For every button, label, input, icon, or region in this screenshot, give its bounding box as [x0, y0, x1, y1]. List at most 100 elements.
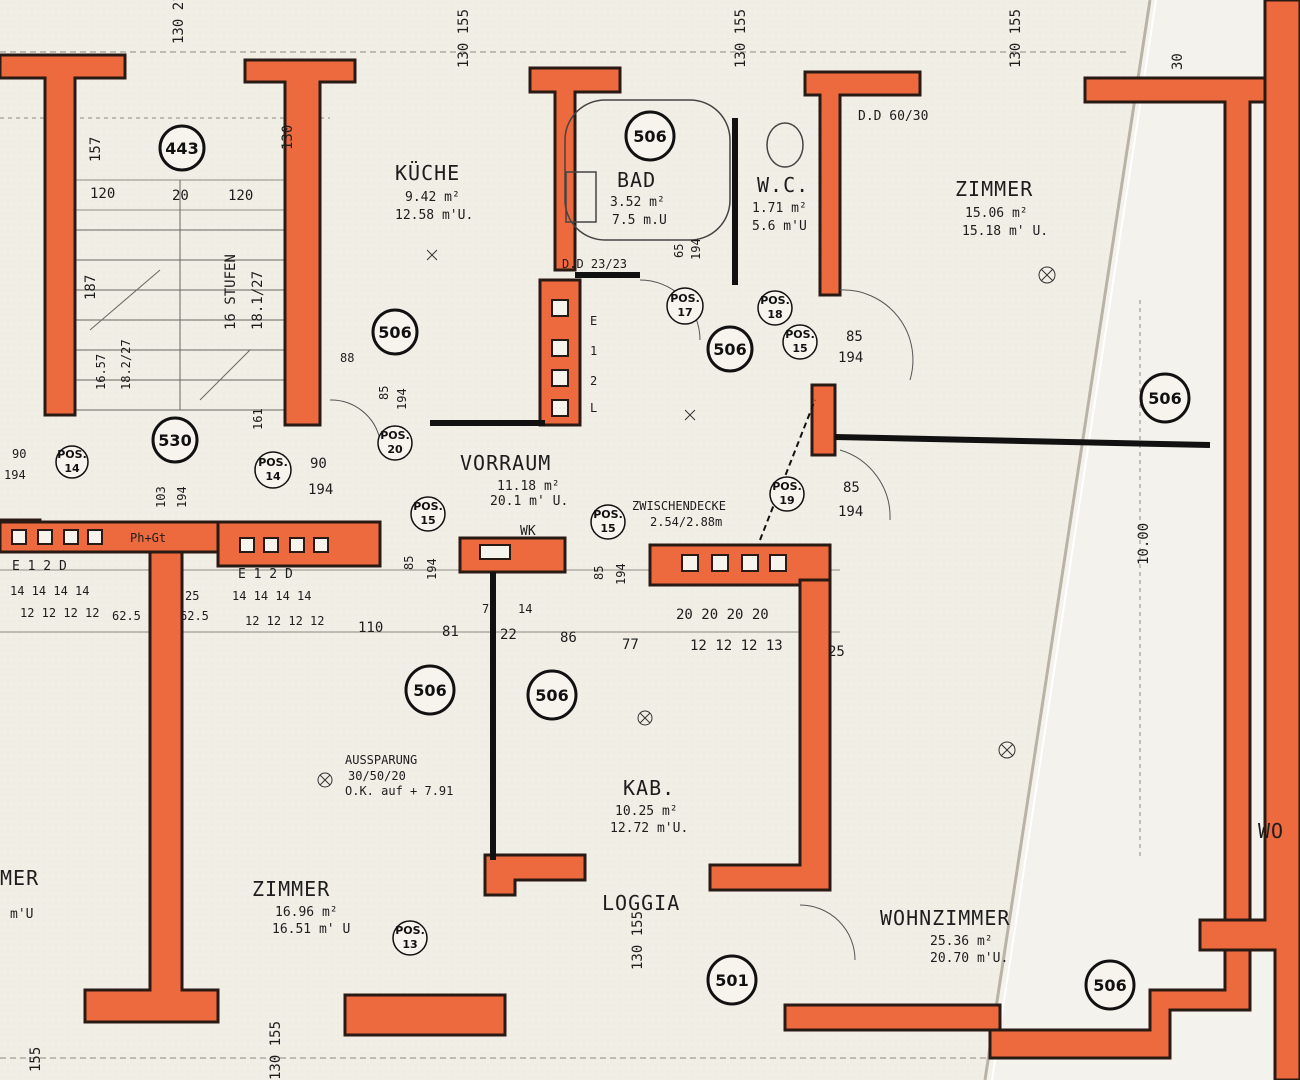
svg-text:POS.: POS.: [57, 448, 87, 461]
wall-kab-left: [483, 853, 587, 897]
wall-kitchen-bath: [528, 66, 622, 272]
dim-14-c: 14: [518, 602, 532, 616]
svg-text:POS.: POS.: [670, 292, 700, 305]
partitions: [430, 118, 1211, 860]
room-bad-name: BAD: [617, 168, 656, 192]
svg-text:506: 506: [413, 681, 446, 700]
room-left-edge-area-u: m'U: [10, 907, 33, 922]
pos-marker: POS.19: [769, 476, 805, 512]
toilet: [766, 122, 804, 168]
svg-text:506: 506: [535, 686, 568, 705]
pos-marker: POS.15: [590, 504, 626, 540]
dim-22: 22: [500, 627, 517, 643]
badge: 443: [158, 124, 206, 172]
svg-text:POS.: POS.: [395, 924, 425, 937]
room-left-edge-name: MER: [0, 866, 39, 890]
room-wohnzimmer-area-u: 20.70 m'U.: [930, 951, 1008, 966]
wall-wk: [458, 536, 567, 574]
bathtub: [564, 99, 731, 241]
stair-dim-20: 20: [172, 188, 189, 204]
room-wc-name: W.C.: [757, 173, 809, 197]
annotation-aussparung-size: 30/50/20: [348, 769, 406, 783]
pos-marker: POS.18: [757, 290, 793, 326]
room-zimmer-sw-area-u: 16.51 m' U: [272, 922, 350, 937]
dim-12-b: 12 12 12 12: [245, 614, 324, 628]
svg-text:POS.: POS.: [593, 508, 623, 521]
dim-103: 103: [154, 486, 168, 508]
svg-text:POS.: POS.: [258, 456, 288, 469]
annotation-l: L: [590, 401, 597, 415]
wall-bottom-wohn: [783, 1003, 1002, 1032]
annotation-1: 1: [590, 344, 597, 358]
annotation-dd-60-30: D.D 60/30: [858, 109, 928, 124]
room-vorraum-area: 11.18 m²: [497, 479, 560, 494]
svg-text:POS.: POS.: [413, 500, 443, 513]
dim-194-d: 194: [838, 504, 863, 520]
badge: 506: [371, 308, 419, 356]
pos-marker: POS.20: [377, 425, 413, 461]
stair-rise: 18.1/27: [250, 271, 266, 330]
dim-90-a: 90: [12, 447, 26, 461]
svg-text:19: 19: [779, 494, 794, 507]
svg-text:506: 506: [633, 127, 666, 146]
dim-top-130-210: 130 210: [171, 0, 187, 44]
annotation-wk: WK: [520, 524, 536, 539]
room-wc-area: 1.71 m²: [752, 201, 807, 216]
room-zwischendecke-area: 2.54/2.88m: [650, 515, 722, 529]
wall-far-right: [1198, 0, 1300, 1080]
svg-text:443: 443: [165, 139, 198, 158]
badge: 506: [706, 325, 754, 373]
svg-text:13: 13: [402, 938, 417, 951]
pos-marker: POS.17: [666, 287, 704, 325]
stair-dim-1657: 16.57: [94, 354, 108, 390]
pos-marker: POS.15: [782, 324, 818, 360]
badge: 506: [1084, 959, 1136, 1011]
dim-7: 7: [482, 602, 489, 616]
room-loggia-name: LOGGIA: [602, 891, 680, 915]
room-vorraum-name: VORRAUM: [460, 451, 551, 475]
dim-bottom-130-155-a: 130 155: [630, 911, 646, 970]
annotation-dd-23-23: D.D 23/23: [562, 257, 627, 271]
badge: 530: [151, 416, 199, 464]
room-zimmer-sw-area: 16.96 m²: [275, 905, 338, 920]
dim-85-c: 85: [843, 480, 860, 496]
wall-right-outer: [988, 76, 1267, 1060]
stair-label: 16 STUFEN: [223, 254, 239, 330]
stair-dim-157: 157: [88, 137, 104, 162]
svg-text:POS.: POS.: [760, 294, 790, 307]
dim-85-b: 85: [846, 329, 863, 345]
svg-text:POS.: POS.: [380, 429, 410, 442]
dim-86: 86: [560, 630, 577, 646]
dim-161: 161: [251, 408, 265, 430]
annotation-e: E: [590, 314, 597, 328]
room-wohnzimmer-area: 25.36 m²: [930, 934, 993, 949]
dim-194-c: 194: [838, 350, 863, 366]
room-zimmer-ne-area-u: 15.18 m' U.: [962, 224, 1048, 239]
dim-194-f: 194: [175, 486, 189, 508]
dim-194-h: 194: [425, 558, 439, 580]
wall-top-left: [0, 53, 127, 417]
svg-text:15: 15: [420, 514, 435, 527]
fixtures: [564, 99, 804, 241]
svg-text:506: 506: [378, 323, 411, 342]
dim-85-d: 85: [402, 556, 416, 570]
room-bad-area: 3.52 m²: [610, 195, 665, 210]
dimension-texts: 130 210 130 155 130 155 130 155 30 130 8…: [4, 0, 1186, 1080]
dim-130: 130: [280, 125, 296, 150]
svg-text:506: 506: [1148, 389, 1181, 408]
room-kabinett-area: 10.25 m²: [615, 804, 678, 819]
wall-mid-left: [0, 520, 220, 554]
dim-194-i: 194: [614, 563, 628, 585]
room-zimmer-sw-name: ZIMMER: [252, 877, 330, 901]
dim-25-a: 25: [185, 589, 199, 603]
wall-chimney: [810, 383, 837, 457]
wall-kab-right: [708, 578, 832, 892]
badge: 506: [404, 664, 456, 716]
svg-text:15: 15: [600, 522, 615, 535]
dim-88: 88: [340, 351, 354, 365]
room-bad-area-u: 7.5 m.U: [612, 213, 667, 228]
dim-81: 81: [442, 624, 459, 640]
dim-62-5-b: 62.5: [180, 609, 209, 623]
room-vorraum-area-u: 20.1 m' U.: [490, 494, 568, 509]
